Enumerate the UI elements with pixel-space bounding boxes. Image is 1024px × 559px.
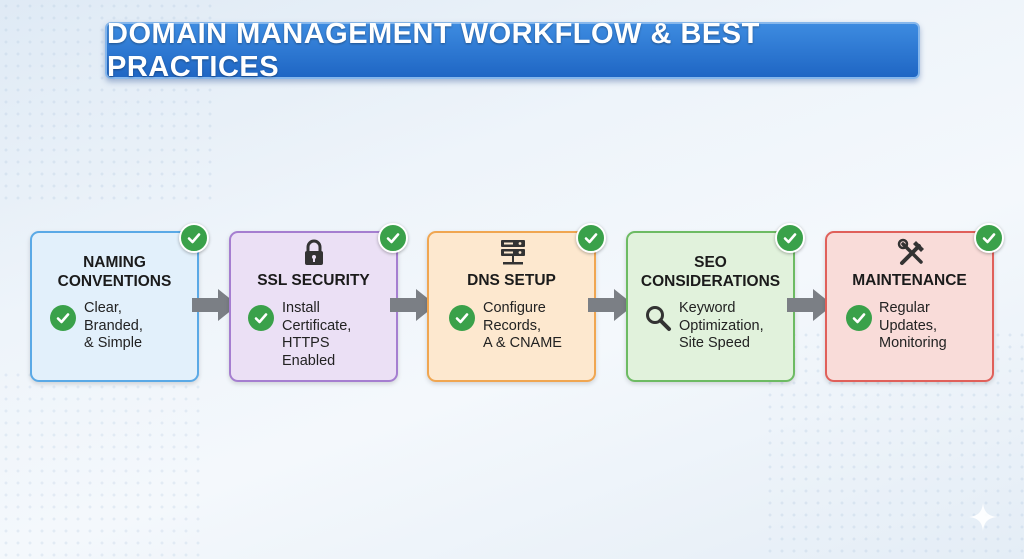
check-circle-icon (449, 305, 475, 331)
check-circle-icon (248, 305, 274, 331)
arrow-right-icon (390, 289, 436, 321)
completed-check-icon (179, 223, 209, 253)
step-card-maintenance: MAINTENANCE Regular Updates, Monitoring (825, 223, 1004, 382)
completed-check-icon (576, 223, 606, 253)
step-title: MAINTENANCE (852, 272, 967, 289)
step-title: SEO CONSIDERATIONS (640, 254, 781, 290)
sparkle-icon (969, 503, 997, 531)
step-description: Configure Records, A & CNAME (483, 300, 562, 351)
step-card-naming-conventions: NAMING CONVENTIONS Clear, Branded, & Sim… (30, 223, 209, 382)
completed-check-icon (378, 223, 408, 253)
step-card-dns-setup: DNS SETUP Configure Records, A & CNAME (427, 223, 606, 382)
arrow-right-icon (588, 289, 634, 321)
check-circle-icon (50, 305, 76, 331)
magnifier-icon (646, 306, 671, 331)
lock-icon (305, 239, 323, 265)
step-card-seo-considerations: SEO CONSIDERATIONS Keyword Optimization,… (626, 223, 805, 382)
background-dots (0, 369, 200, 559)
step-description: Regular Updates, Monitoring (879, 300, 947, 351)
page-title: DOMAIN MANAGEMENT WORKFLOW & BEST PRACTI… (107, 17, 760, 83)
step-description: Clear, Branded, & Simple (84, 300, 143, 351)
step-card-ssl-security: SSL SECURITY Install Certificate, HTTPS … (229, 223, 408, 382)
completed-check-icon (974, 223, 1004, 253)
tools-icon (897, 238, 924, 265)
arrow-right-icon (192, 289, 238, 321)
title-banner: DOMAIN MANAGEMENT WORKFLOW & BEST PRACTI… (105, 18, 920, 83)
step-title: SSL SECURITY (257, 272, 370, 289)
step-description: Install Certificate, HTTPS Enabled (282, 300, 352, 369)
step-description: Keyword Optimization, Site Speed (679, 300, 764, 351)
completed-check-icon (775, 223, 805, 253)
step-title: DNS SETUP (467, 272, 556, 289)
server-icon (501, 240, 525, 265)
check-circle-icon (846, 305, 872, 331)
step-title: NAMING CONVENTIONS (57, 254, 172, 290)
arrow-right-icon (787, 289, 833, 321)
